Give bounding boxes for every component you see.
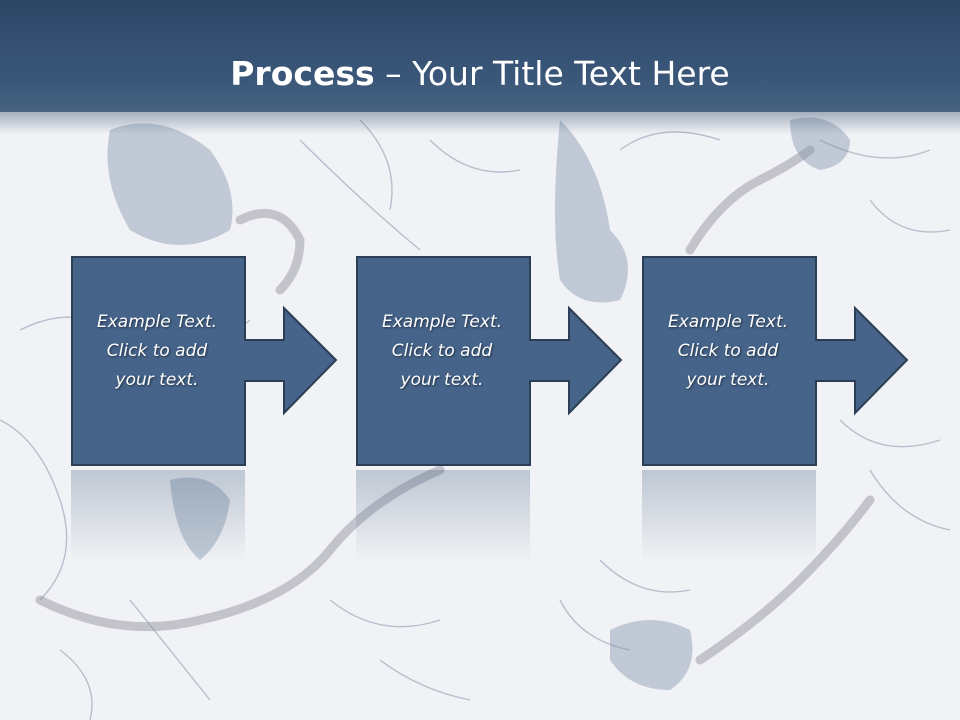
slide-title-rest: – Your Title Text Here [374,54,730,93]
step-text-line: your text. [115,370,199,390]
process-step-2[interactable]: Example Text. Click to add your text. [356,256,626,468]
step-reflection [642,470,816,562]
step-text[interactable]: Example Text. Click to add your text. [356,308,528,395]
arrow-box-shape [356,256,623,466]
step-text-line: Click to add [391,341,493,361]
step-text[interactable]: Example Text. Click to add your text. [71,308,243,395]
title-bar-fade [0,108,960,134]
step-text-line: Example Text. [381,312,503,332]
step-text-line: your text. [686,370,770,390]
process-step-3[interactable]: Example Text. Click to add your text. [642,256,912,468]
step-reflection [71,470,245,562]
step-text-line: Click to add [677,341,779,361]
step-text-line: your text. [400,370,484,390]
process-step-1[interactable]: Example Text. Click to add your text. [71,256,341,468]
arrow-box-shape [642,256,909,466]
slide-title-bold: Process [230,54,375,93]
slide-title[interactable]: Process – Your Title Text Here [0,52,960,96]
arrow-box-shape [71,256,338,466]
step-reflection [356,470,530,562]
title-bar [0,0,960,112]
step-text-line: Example Text. [667,312,789,332]
step-text-line: Click to add [106,341,208,361]
step-text-line: Example Text. [96,312,218,332]
step-text[interactable]: Example Text. Click to add your text. [642,308,814,395]
